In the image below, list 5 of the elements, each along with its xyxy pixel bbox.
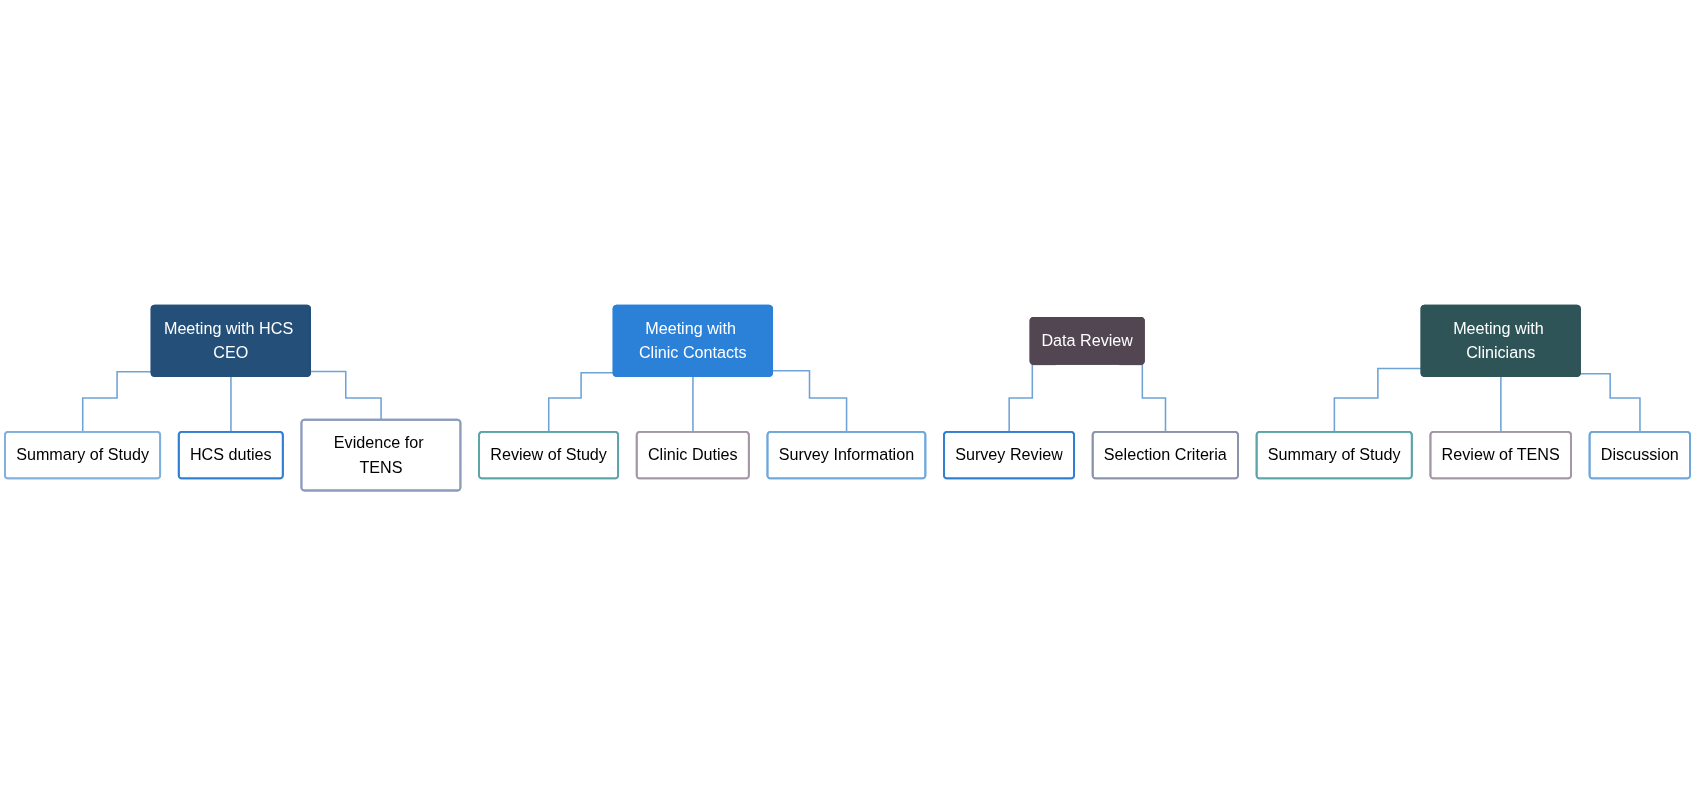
connector	[547, 371, 615, 433]
connector	[1579, 373, 1641, 433]
connector	[692, 375, 694, 433]
connector	[1500, 375, 1502, 433]
connector	[230, 375, 232, 433]
